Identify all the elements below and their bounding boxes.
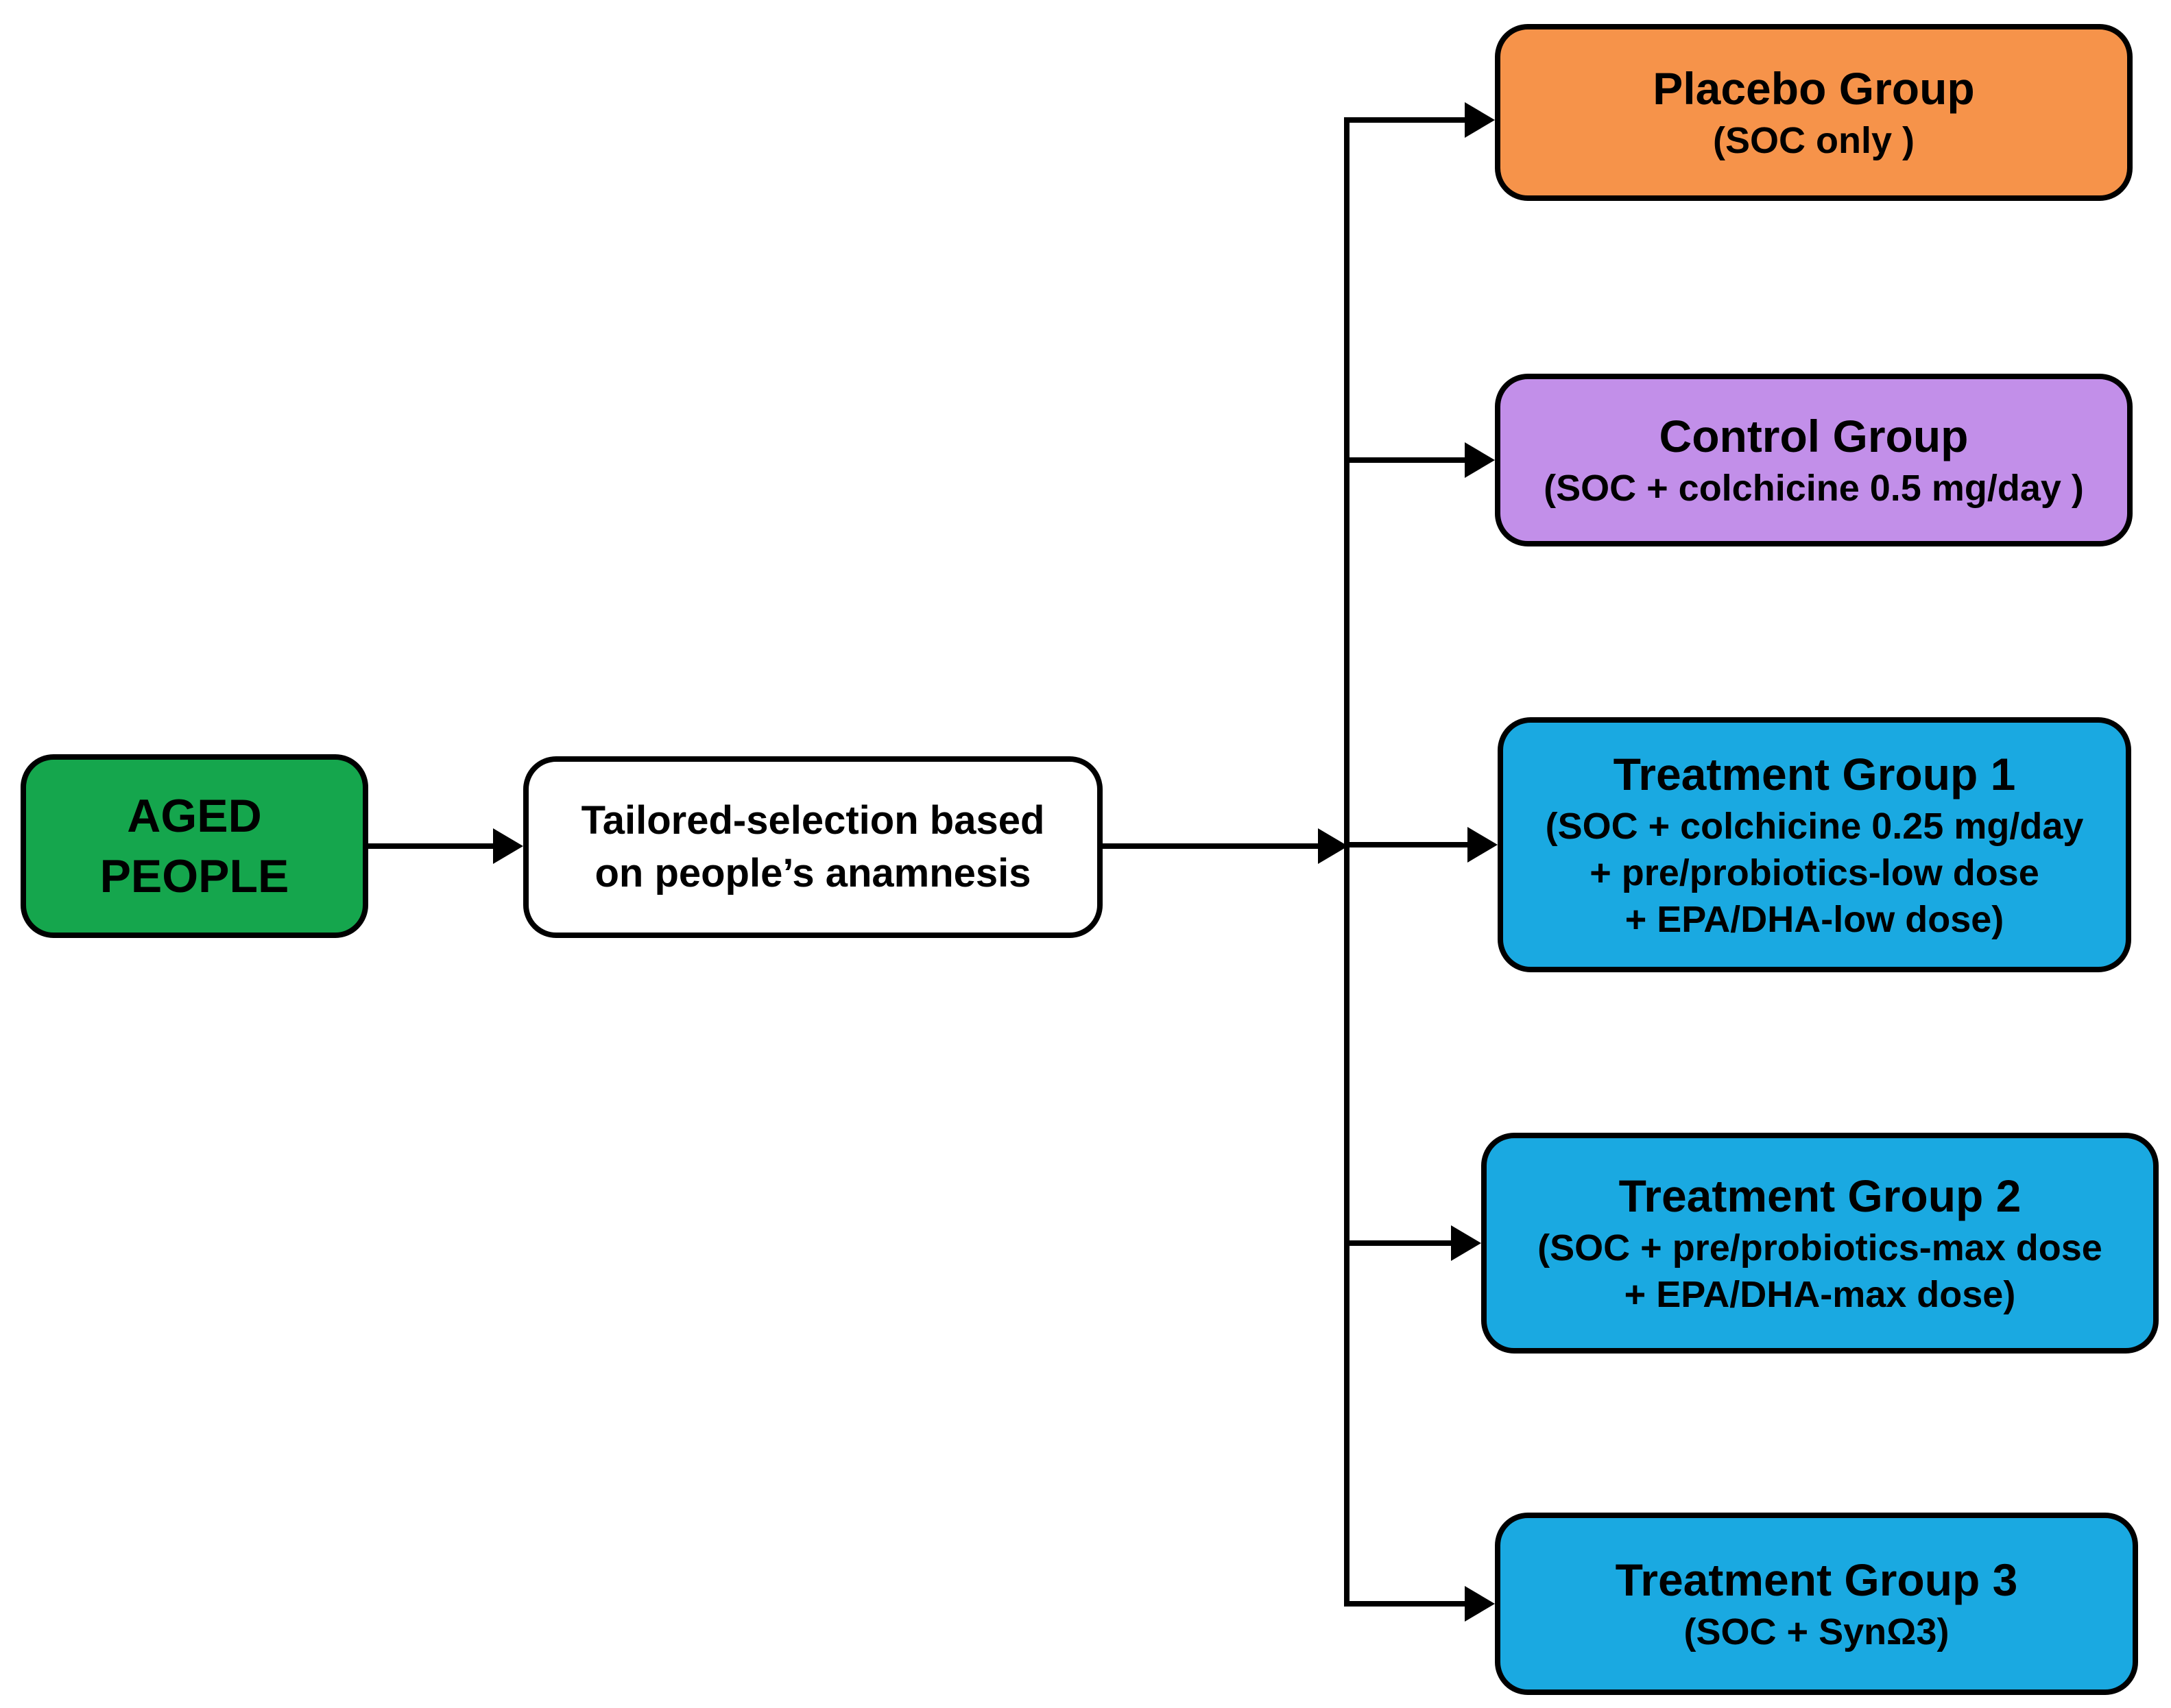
treatment-group-1-detail-3: + EPA/DHA-low dose) [1624, 898, 2004, 940]
arrowhead-treatment-1 [1467, 827, 1498, 863]
treatment-group-2-detail-2: + EPA/DHA-max dose) [1624, 1273, 2016, 1315]
arrow-line-source-to-selection [368, 843, 496, 849]
branch-line-placebo [1344, 117, 1466, 123]
placebo-group-title: Placebo Group [1653, 63, 1975, 115]
arrowhead-source-to-selection [493, 828, 523, 864]
arrowhead-control [1465, 442, 1495, 478]
treatment-group-2-title: Treatment Group 2 [1618, 1170, 2022, 1222]
node-treatment-group-2: Treatment Group 2 (SOC + pre/probiotics-… [1481, 1133, 2159, 1354]
arrowhead-placebo [1465, 102, 1495, 138]
arrowhead-selection-to-trunk [1318, 828, 1348, 864]
node-aged-people: AGED PEOPLE [21, 754, 368, 938]
control-group-title: Control Group [1659, 411, 1969, 462]
arrow-line-selection-to-trunk [1103, 843, 1321, 849]
treatment-group-1-title: Treatment Group 1 [1613, 749, 2016, 800]
branch-line-control [1344, 457, 1466, 463]
branch-line-treatment-3 [1344, 1601, 1466, 1607]
aged-people-line1: AGED [127, 789, 262, 842]
treatment-group-3-detail: (SOC + SynΩ3) [1683, 1611, 1950, 1652]
treatment-group-3-title: Treatment Group 3 [1615, 1554, 2018, 1606]
aged-people-line2: PEOPLE [99, 850, 289, 902]
tailored-selection-line2: on people’s anamnesis [595, 850, 1031, 895]
branch-line-treatment-1 [1344, 842, 1469, 847]
treatment-group-2-detail-1: (SOC + pre/probiotics-max dose [1537, 1227, 2102, 1268]
trunk-line [1344, 117, 1350, 1607]
placebo-group-detail: (SOC only ) [1713, 119, 1915, 161]
control-group-detail: (SOC + colchicine 0.5 mg/day ) [1544, 467, 2084, 509]
node-treatment-group-1: Treatment Group 1 (SOC + colchicine 0.25… [1498, 717, 2131, 972]
treatment-group-1-detail-2: + pre/probiotics-low dose [1590, 852, 2039, 893]
node-placebo-group: Placebo Group (SOC only ) [1495, 24, 2133, 201]
arrowhead-treatment-3 [1465, 1586, 1495, 1622]
node-treatment-group-3: Treatment Group 3 (SOC + SynΩ3) [1495, 1513, 2138, 1695]
node-tailored-selection: Tailored-selection based on people’s ana… [523, 756, 1103, 938]
treatment-group-1-detail-1: (SOC + colchicine 0.25 mg/day [1545, 805, 2084, 847]
node-control-group: Control Group (SOC + colchicine 0.5 mg/d… [1495, 374, 2133, 546]
branch-line-treatment-2 [1344, 1240, 1452, 1246]
arrowhead-treatment-2 [1451, 1225, 1481, 1261]
tailored-selection-line1: Tailored-selection based [581, 797, 1045, 843]
